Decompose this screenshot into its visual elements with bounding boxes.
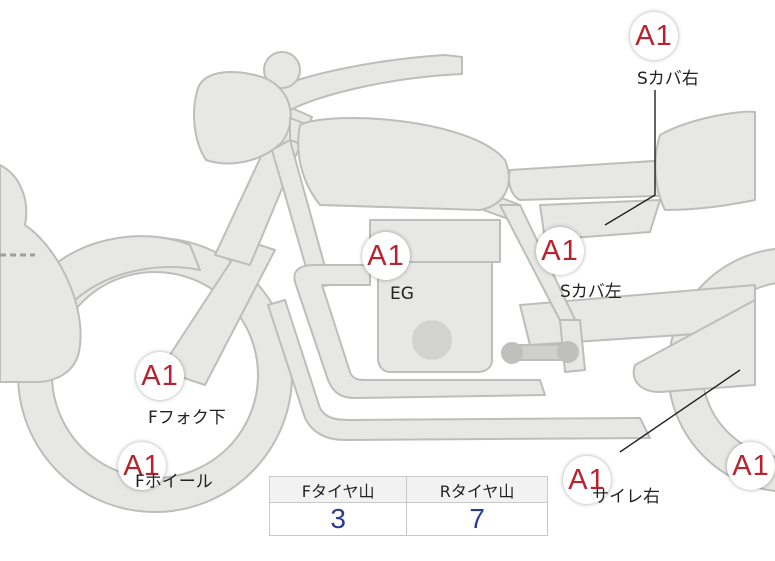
front-fork xyxy=(159,239,276,386)
tail-section xyxy=(654,110,756,211)
badge-f-wheel[interactable]: A1 xyxy=(118,442,166,490)
engine-cover xyxy=(412,320,452,360)
motorcycle-diagram xyxy=(0,51,775,513)
exhaust-lower xyxy=(267,299,651,441)
value-rear-tire[interactable]: 7 xyxy=(406,502,548,536)
badge-s-cover-right[interactable]: A1 xyxy=(630,12,678,60)
exhaust-upper xyxy=(293,264,546,399)
badge-engine[interactable]: A1 xyxy=(362,232,410,280)
badge-code: A1 xyxy=(367,239,405,272)
front-fender xyxy=(39,235,201,301)
badge-code: A1 xyxy=(141,359,179,392)
badge-code: A1 xyxy=(123,449,161,482)
badge-rear-edge[interactable]: A1 xyxy=(727,442,775,490)
badge-code: A1 xyxy=(732,449,770,482)
handlebar-grip xyxy=(263,51,301,89)
label-f-wheel: Fホイール xyxy=(135,472,213,492)
value-front-tire[interactable]: 3 xyxy=(268,502,408,536)
engine-case xyxy=(377,261,493,373)
badge-s-cover-left[interactable]: A1 xyxy=(536,227,584,275)
leader-line-s-cover-right xyxy=(604,90,656,226)
badge-silencer-right[interactable]: A1 xyxy=(563,456,611,504)
label-silencer-right: サイレ右 xyxy=(592,487,660,507)
header-front-tire: Fタイヤ山 xyxy=(268,476,408,503)
footpeg-knob-right xyxy=(557,341,579,363)
leader-line-silencer-right xyxy=(619,369,741,453)
footpeg-knob-left xyxy=(501,342,523,364)
headlight xyxy=(193,71,292,165)
badge-code: A1 xyxy=(635,19,673,52)
tire-tread-table: Fタイヤ山 Rタイヤ山 3 7 xyxy=(268,476,548,536)
fuel-tank xyxy=(297,117,510,211)
badge-f-fork-lower[interactable]: A1 xyxy=(136,352,184,400)
badge-code: A1 xyxy=(568,463,606,496)
badge-code: A1 xyxy=(541,234,579,267)
header-rear-tire: Rタイヤ山 xyxy=(406,476,548,503)
handlebar xyxy=(257,54,463,111)
front-cowl xyxy=(0,164,82,383)
label-f-fork-lower: Fフォク下 xyxy=(148,408,226,428)
silencer xyxy=(632,299,756,393)
label-s-cover-right: Sカバ右 xyxy=(637,69,699,89)
label-s-cover-left: Sカバ左 xyxy=(560,282,622,302)
label-engine: EG xyxy=(390,284,414,304)
